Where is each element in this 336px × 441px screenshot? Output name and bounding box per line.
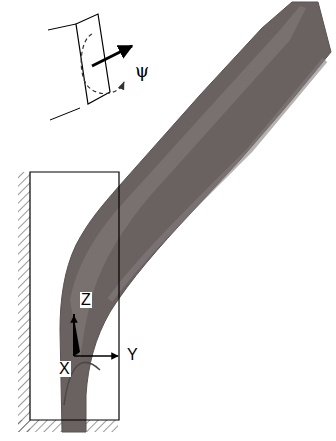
axis-label: Z: [80, 292, 92, 308]
blade-highlight: [110, 60, 325, 300]
rotation-label: ψ: [134, 62, 150, 80]
axis-label: X: [58, 361, 71, 377]
y-axis: [74, 355, 118, 357]
axis-triad: [74, 318, 80, 356]
clamp-outline: [30, 172, 119, 420]
blade-highlight: [70, 6, 306, 360]
blade-surface: [60, 2, 331, 432]
z-axis: [73, 316, 75, 356]
z-axis: [73, 314, 75, 356]
axis-label: Y: [126, 347, 139, 363]
clamp-hatching: [18, 172, 30, 432]
rotation-symbol: [48, 14, 132, 120]
